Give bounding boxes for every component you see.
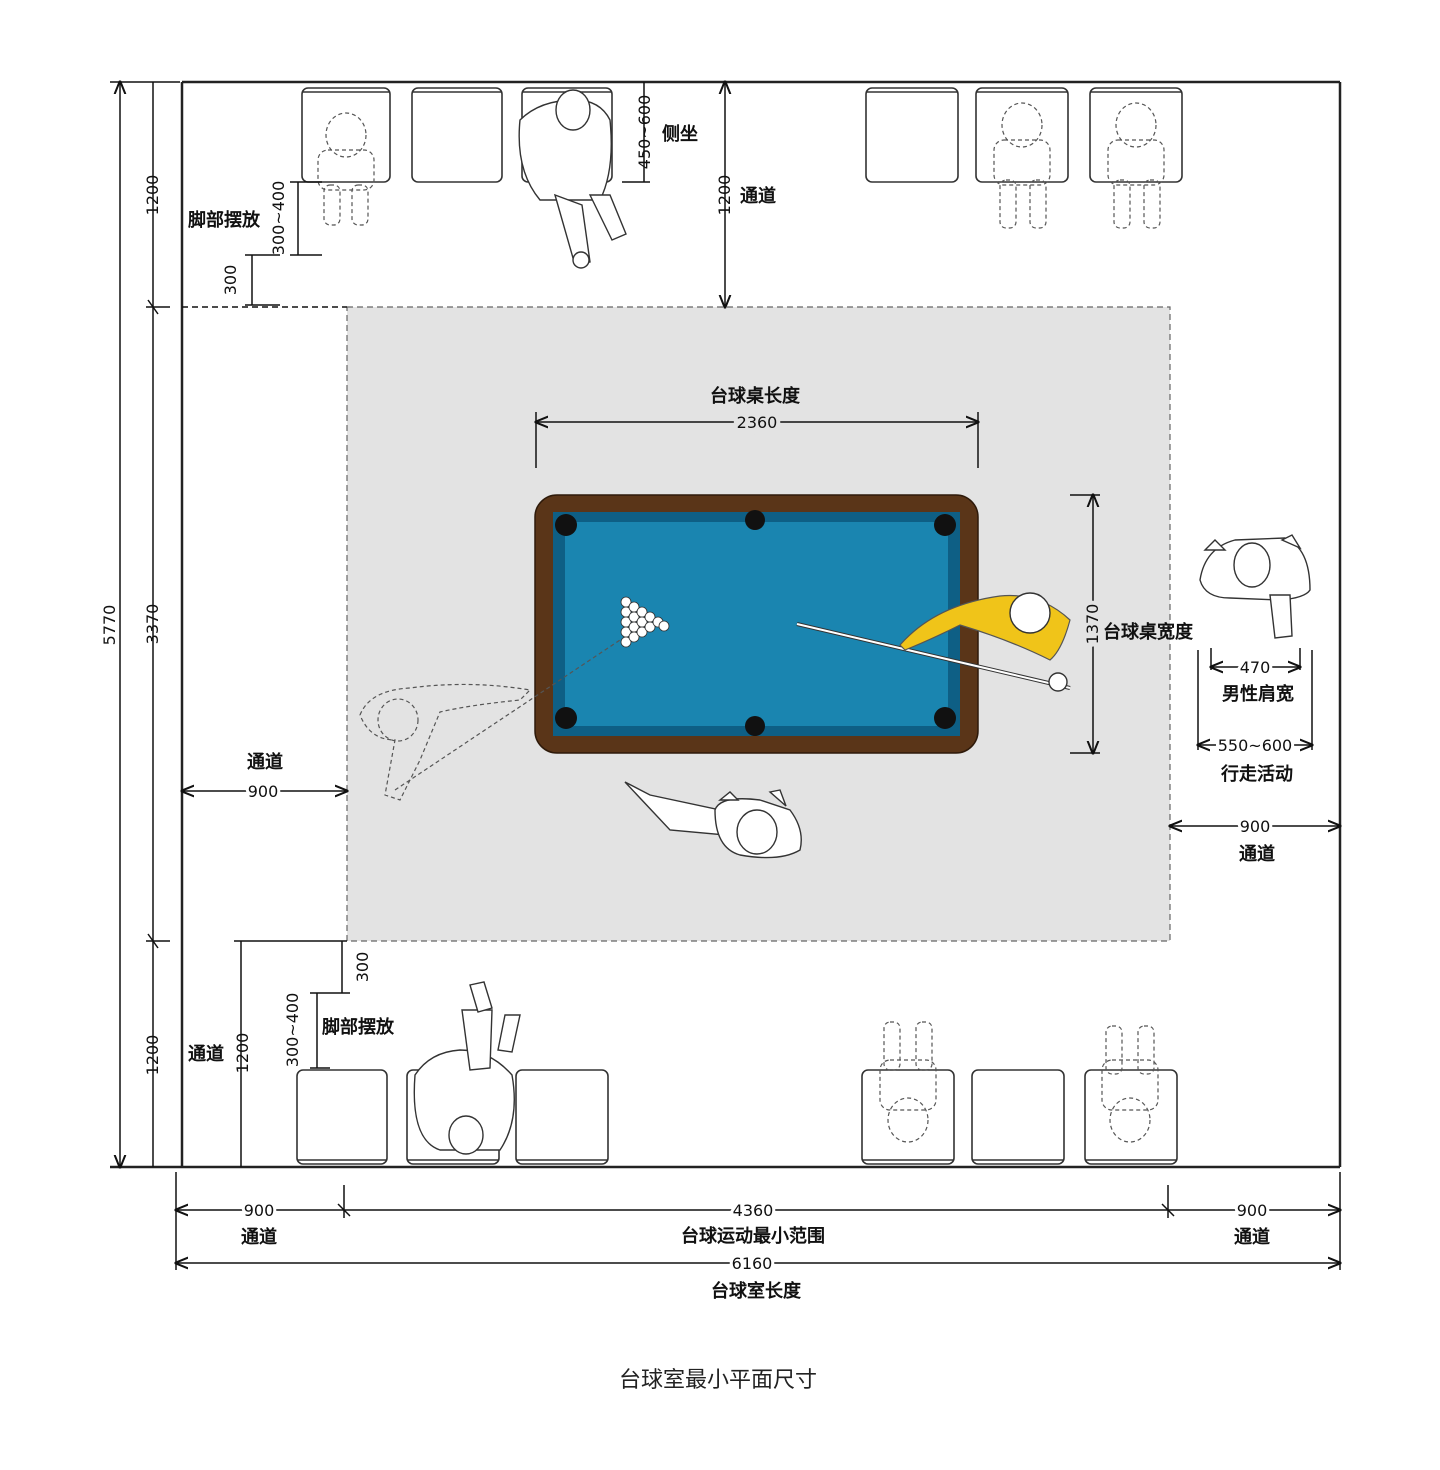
dim-bottom-band: 1200: [143, 1035, 162, 1076]
chair: [1084, 1069, 1178, 1165]
label-aisle-left: 通道: [247, 751, 283, 773]
dim-shoulder: 470: [1240, 658, 1271, 677]
pocket: [934, 707, 956, 729]
label-bottom-left: 通道: [241, 1226, 277, 1248]
ghost-player: [359, 639, 621, 801]
room-walls: [110, 80, 1342, 1169]
dim-bottom-mid: 4360: [733, 1201, 774, 1220]
dim-aisle-top: 1200: [715, 175, 734, 216]
chair: [971, 1069, 1065, 1165]
figure-caption: 台球室最小平面尺寸: [619, 1368, 817, 1393]
dim-walk: 550~600: [1218, 736, 1292, 755]
chair: [301, 87, 391, 183]
label-table-length: 台球桌长度: [710, 385, 801, 407]
racked-balls: [620, 596, 664, 648]
label-aisle-top: 通道: [740, 185, 776, 207]
dim-room-width: 5770: [100, 605, 119, 646]
dim-foot-bottom: 300~400: [283, 993, 302, 1067]
dim-bottom-right: 900: [1237, 1201, 1268, 1220]
dim-table-width: 1370: [1083, 604, 1102, 645]
dim-aisle-bottom: 1200: [233, 1033, 252, 1074]
dim-aisle-right: 900: [1240, 817, 1271, 836]
label-aisle-right: 通道: [1239, 843, 1275, 865]
chair: [975, 87, 1069, 183]
label-foot-top: 脚部摆放: [188, 209, 261, 231]
pocket: [555, 707, 577, 729]
chair: [1089, 87, 1183, 183]
chair: [411, 87, 503, 183]
dim-bottom-left: 900: [244, 1201, 275, 1220]
cross-legged-person: [413, 981, 521, 1155]
billiard-table: [534, 494, 979, 754]
label-shoulder: 男性肩宽: [1222, 683, 1294, 705]
ghost-person: [879, 1021, 937, 1143]
label-aisle-bottom: 通道: [188, 1043, 224, 1065]
dim-side-seat: 450~600: [635, 95, 654, 169]
chair: [296, 1069, 388, 1165]
player-with-cue: [796, 592, 1071, 692]
bystander: [624, 781, 802, 859]
ghost-person: [317, 112, 375, 226]
dim-gap-bottom: 300: [353, 952, 372, 983]
chair: [515, 1069, 609, 1165]
dim-foot-top: 300~400: [269, 181, 288, 255]
dim-mid-span: 3370: [143, 604, 162, 645]
ghost-seated-people-bottom: [879, 1021, 1159, 1143]
dim-table-length: 2360: [737, 413, 778, 432]
chair: [861, 1069, 955, 1165]
chair: [865, 87, 959, 183]
cue-ball: [658, 620, 670, 632]
dimension-lines: [110, 82, 1340, 1270]
dim-room-length: 6160: [732, 1254, 773, 1273]
ghost-seated-people-top: [317, 102, 1165, 229]
ghost-person: [993, 102, 1051, 229]
pocket: [555, 514, 577, 536]
side-sitting-person: [518, 89, 627, 269]
label-foot-bottom: 脚部摆放: [322, 1016, 395, 1038]
walking-man: [1199, 534, 1311, 639]
ghost-person: [1107, 102, 1165, 229]
label-side-seat: 侧坐: [662, 124, 698, 145]
label-walk: 行走活动: [1220, 763, 1293, 785]
dim-top-band: 1200: [143, 175, 162, 216]
label-bottom-right: 通道: [1234, 1226, 1270, 1248]
pocket: [745, 510, 765, 530]
label-min-range: 台球运动最小范围: [681, 1225, 825, 1247]
top-chairs: [301, 87, 1183, 183]
label-table-width: 台球桌宽度: [1103, 621, 1194, 643]
pocket: [745, 716, 765, 736]
pocket: [934, 514, 956, 536]
label-room-length: 台球室长度: [711, 1280, 802, 1302]
ghost-person: [1101, 1025, 1159, 1143]
dim-aisle-left: 900: [248, 782, 279, 801]
dim-gap-top: 300: [221, 265, 240, 296]
